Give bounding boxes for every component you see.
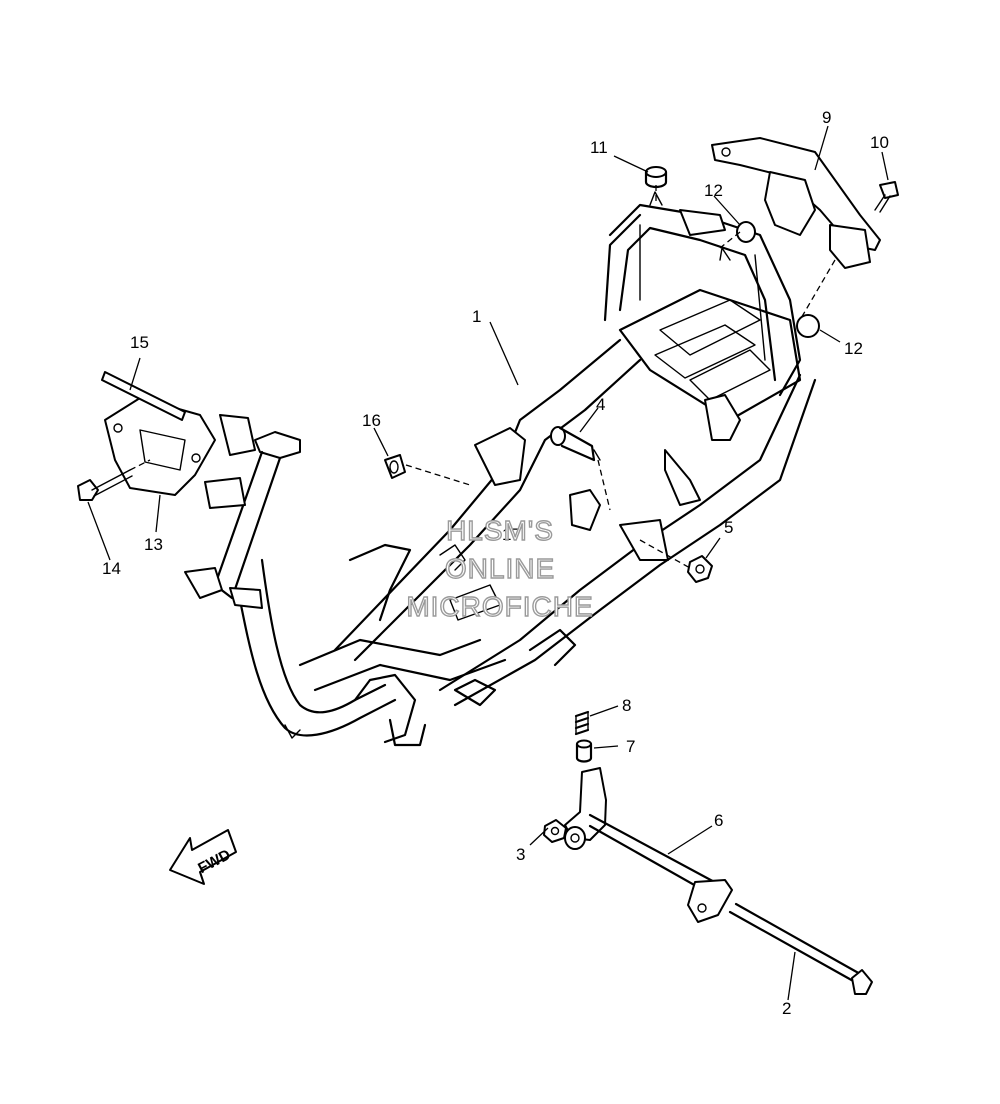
callout-3: 3 — [516, 845, 525, 864]
leader-lines — [87, 125, 889, 1001]
callout-2: 2 — [782, 999, 791, 1018]
bolt-2[interactable] — [728, 902, 873, 995]
bolt-14[interactable] — [77, 469, 133, 501]
callout-12-lower: 12 — [844, 339, 863, 358]
collar-11[interactable] — [644, 166, 668, 189]
strip-15[interactable] — [101, 371, 186, 421]
collar-7[interactable] — [575, 739, 593, 763]
callout-15: 15 — [130, 333, 149, 352]
nut-5[interactable] — [687, 555, 713, 583]
callout-9: 9 — [822, 108, 831, 127]
watermark-line-2: ONLINE — [445, 553, 555, 584]
callout-labels: 1 2 3 4 5 6 7 8 9 10 11 12 12 13 14 15 1… — [102, 108, 889, 1018]
callout-6: 6 — [714, 811, 723, 830]
watermark-line-3: MICROFICHE — [406, 591, 593, 622]
watermark: HLSM'S ONLINE MICROFICHE — [406, 514, 594, 622]
callout-11: 11 — [590, 138, 608, 157]
callout-1: 1 — [472, 307, 481, 326]
bracket-13[interactable] — [104, 397, 216, 496]
callout-17: 17 — [502, 525, 521, 544]
nut-3[interactable] — [543, 819, 567, 843]
bolt-4[interactable] — [550, 426, 601, 462]
spring-8[interactable] — [574, 710, 590, 736]
callout-16: 16 — [362, 411, 381, 430]
callout-7: 7 — [626, 737, 635, 756]
callout-14: 14 — [102, 559, 121, 578]
callout-10: 10 — [870, 133, 889, 152]
damper-12-lower[interactable] — [796, 314, 820, 338]
main-frame[interactable] — [184, 191, 817, 747]
grommet-16[interactable] — [384, 454, 406, 479]
bolt-10[interactable] — [874, 181, 899, 213]
callout-13: 13 — [144, 535, 163, 554]
callout-12-upper: 12 — [704, 181, 723, 200]
damper-12-upper[interactable] — [736, 221, 756, 243]
engine-bracket-6[interactable] — [564, 767, 733, 923]
callout-5: 5 — [724, 518, 733, 537]
callout-4: 4 — [596, 395, 605, 414]
fwd-arrow-icon: FWD — [169, 829, 237, 885]
rear-bracket[interactable] — [711, 137, 881, 269]
callout-8: 8 — [622, 696, 631, 715]
watermark-line-1: HLSM'S — [446, 515, 554, 546]
